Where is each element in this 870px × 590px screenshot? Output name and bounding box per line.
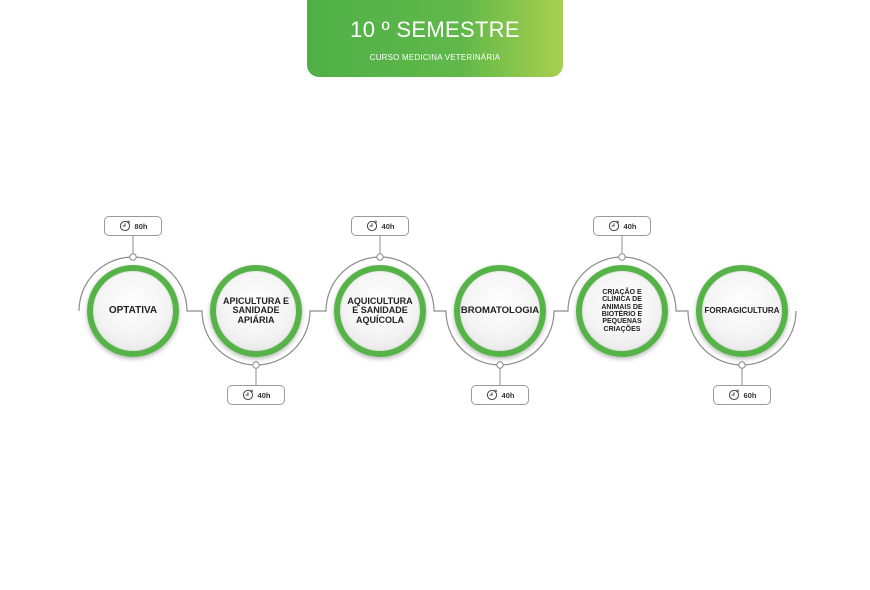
hours-label: 40h	[257, 390, 271, 400]
hours-badge: 40h	[593, 216, 651, 236]
hours-label: 80h	[134, 221, 148, 231]
course-node: FORRAGICULTURA	[696, 265, 788, 357]
clock-icon	[608, 220, 619, 232]
course-node-label: CRIAÇÃO E CLÍNICA DE ANIMAIS DE BIOTÉRIO…	[601, 288, 643, 333]
connector-dot	[738, 361, 746, 369]
course-node-label: BROMATOLOGIA	[460, 305, 540, 317]
hours-badge: 60h	[713, 385, 771, 405]
course-node-label: APICULTURA E SANIDADE APIÁRIA	[223, 295, 289, 325]
clock-icon	[728, 389, 739, 401]
connector-dot	[618, 253, 626, 261]
course-node: BROMATOLOGIA	[454, 265, 546, 357]
hours-label: 40h	[381, 221, 395, 231]
course-node-label: AQUICULTURA E SANIDADE AQUÍCOLA	[347, 295, 413, 325]
course-node: OPTATIVA	[87, 265, 179, 357]
hours-label: 60h	[743, 390, 757, 400]
course-node: APICULTURA E SANIDADE APIÁRIA	[210, 265, 302, 357]
course-node: AQUICULTURA E SANIDADE AQUÍCOLA	[334, 265, 426, 357]
hours-badge: 40h	[351, 216, 409, 236]
connector-dot	[129, 253, 137, 261]
hours-badge: 40h	[227, 385, 285, 405]
semester-title: 10 º SEMESTRE	[350, 17, 520, 42]
course-node-label: FORRAGICULTURA	[704, 305, 780, 315]
course-node-label: OPTATIVA	[108, 304, 158, 316]
timeline-connector	[78, 256, 797, 366]
connector-dot	[376, 253, 384, 261]
hours-label: 40h	[623, 221, 637, 231]
hours-badge: 40h	[471, 385, 529, 405]
hours-label: 40h	[501, 390, 515, 400]
clock-icon	[486, 389, 497, 401]
connector-dot	[252, 361, 260, 369]
connector-dot	[496, 361, 504, 369]
clock-icon	[119, 220, 130, 232]
hours-badge: 80h	[104, 216, 162, 236]
course-node: CRIAÇÃO E CLÍNICA DE ANIMAIS DE BIOTÉRIO…	[576, 265, 668, 357]
clock-icon	[242, 389, 253, 401]
course-subtitle: CURSO MEDICINA VETERINÁRIA	[369, 53, 501, 62]
clock-icon	[366, 220, 377, 232]
semester-header: 10 º SEMESTRE CURSO MEDICINA VETERINÁRIA	[307, 0, 563, 77]
